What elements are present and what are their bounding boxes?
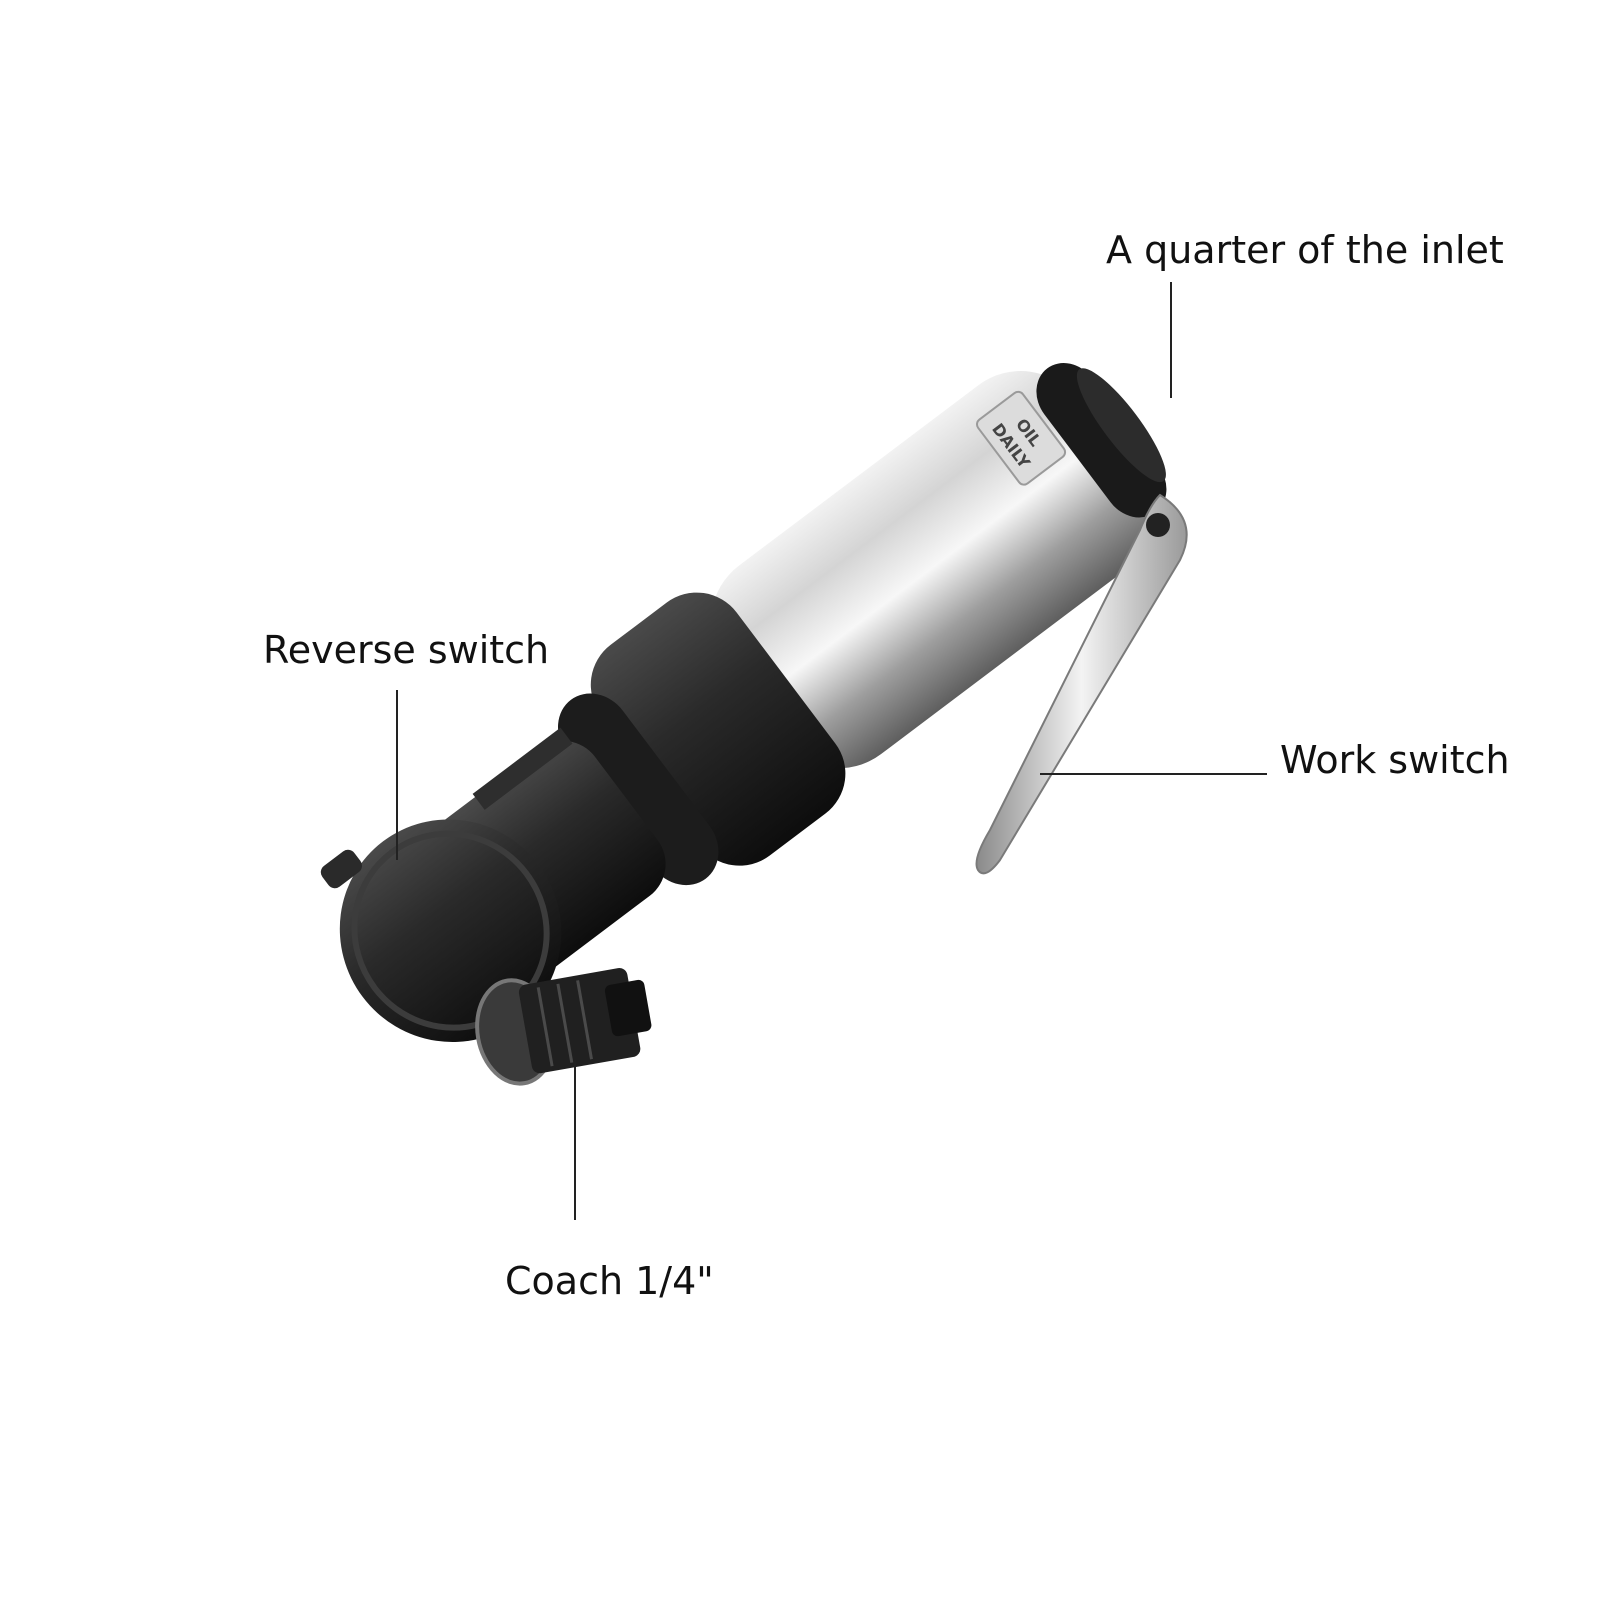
work-switch-lever xyxy=(975,493,1188,875)
inlet-opening xyxy=(1076,368,1166,483)
reverse-switch-label: Reverse switch xyxy=(263,628,550,672)
grip-collar xyxy=(590,592,846,866)
work-switch-label: Work switch xyxy=(1280,738,1510,782)
grip-collar-step xyxy=(558,693,719,886)
coach-label: Coach 1/4" xyxy=(505,1259,714,1303)
reverse-switch-knob xyxy=(320,849,362,889)
square-drive xyxy=(475,968,652,1086)
inlet-cap xyxy=(1036,363,1167,518)
inlet-label: A quarter of the inlet xyxy=(1106,228,1504,272)
oil-daily-marking: OIL DAILY xyxy=(975,390,1067,486)
neck-slot xyxy=(472,727,573,810)
